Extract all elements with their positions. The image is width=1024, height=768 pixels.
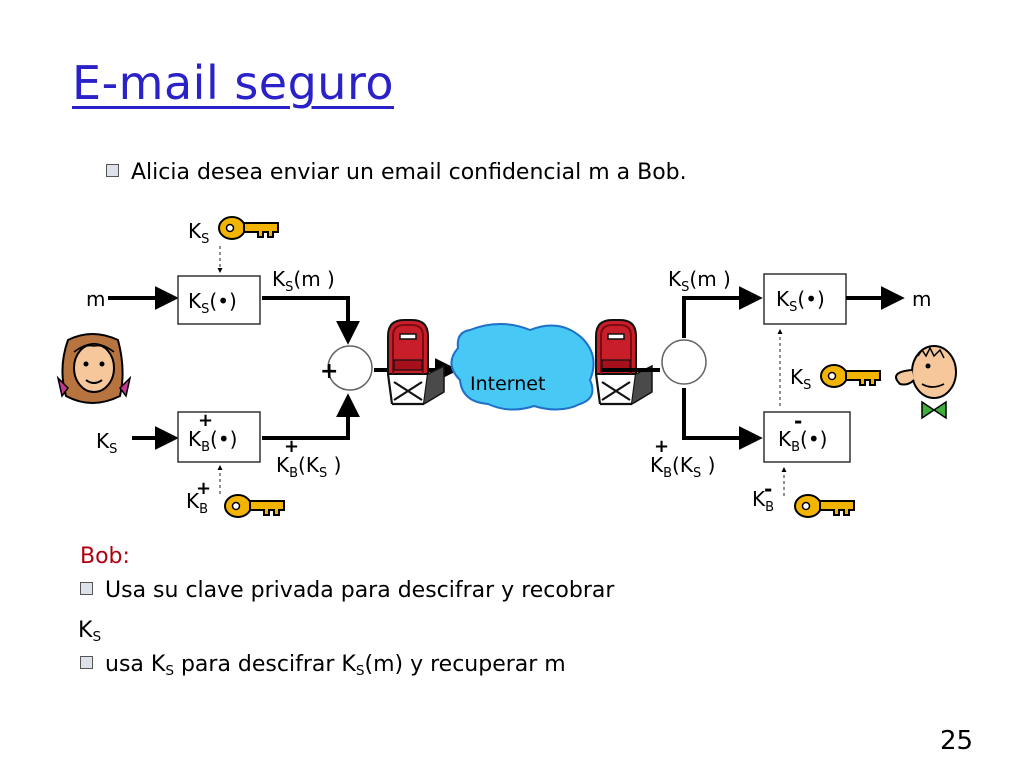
kb-minus-sign-box: - xyxy=(794,409,802,433)
bullet-box-icon xyxy=(106,164,119,177)
mailbox-icon-left xyxy=(386,318,446,406)
bob-bullet-1: Usa su clave privada para descifrar y re… xyxy=(80,578,614,603)
kb-plus-sign-right: + xyxy=(654,436,669,457)
internet-label: Internet xyxy=(470,373,545,395)
kb-plus-sign-left: + xyxy=(284,436,299,457)
private-key-decrypt-box xyxy=(763,411,851,463)
bob-bullet-1-text: Usa su clave privada para descifrar y re… xyxy=(105,578,615,603)
intro-bullet: Alicia desea enviar un email confidencia… xyxy=(106,160,687,185)
alice-avatar xyxy=(56,333,132,404)
public-key-encrypt-box xyxy=(177,411,261,463)
combine-plus: + xyxy=(320,359,338,384)
ks-key-icon-right xyxy=(820,364,881,388)
bob-avatar xyxy=(895,345,957,420)
bob-heading: Bob: xyxy=(80,544,130,569)
bullet-box-icon xyxy=(80,582,93,595)
split-circle xyxy=(661,339,707,385)
kb-ks-label-right: KB(KS ) xyxy=(650,453,715,481)
ks-encrypt-label: KS(•) xyxy=(188,289,237,317)
ks-input-label: KS xyxy=(96,429,117,457)
kb-ks-label-left: KB(KS ) xyxy=(276,453,341,481)
label-m-output: m xyxy=(912,287,931,311)
bullet-box-icon xyxy=(80,656,93,669)
mailbox-icon-right xyxy=(594,318,654,406)
kb-minus-sign-key: - xyxy=(764,477,772,501)
kb-private-key-icon xyxy=(794,494,855,518)
kb-plus-sign-box-left: + xyxy=(198,410,213,431)
page-number: 25 xyxy=(940,726,974,756)
ks-m-label-left: KS(m ) xyxy=(272,267,335,295)
label-m-input: m xyxy=(86,287,105,311)
intro-text: Alicia desea enviar un email confidencia… xyxy=(131,160,687,185)
ks-key-icon-left xyxy=(218,216,279,240)
kb-decrypt-label: KB(•) xyxy=(778,427,827,455)
ks-recovered-label: KS xyxy=(790,365,811,393)
bob-bullet-2: usa KS para descifrar KS(m) y recuperar … xyxy=(80,652,566,678)
bob-bullet-1-wrap: KS xyxy=(78,618,102,646)
combine-circle xyxy=(327,345,373,391)
secure-email-diagram: m KS(•) KS KS(m ) + KS + KB(•) + KB(KS )… xyxy=(56,216,957,518)
symmetric-decrypt-box xyxy=(763,273,847,325)
ks-key-label-left: KS xyxy=(188,219,209,247)
ks-m-label-right: KS(m ) xyxy=(668,267,731,295)
kb-plus-sign-key-left: + xyxy=(196,478,211,499)
ks-decrypt-label: KS(•) xyxy=(776,287,825,315)
kb-encrypt-label: KB(•) xyxy=(188,427,237,455)
symmetric-encrypt-box xyxy=(177,275,261,325)
internet-cloud xyxy=(450,323,595,411)
kb-public-key-icon xyxy=(224,494,285,518)
kb-private-key-label: KB xyxy=(752,487,774,515)
kb-public-key-label: KB xyxy=(186,489,208,517)
slide-title: E-mail seguro xyxy=(72,56,395,110)
